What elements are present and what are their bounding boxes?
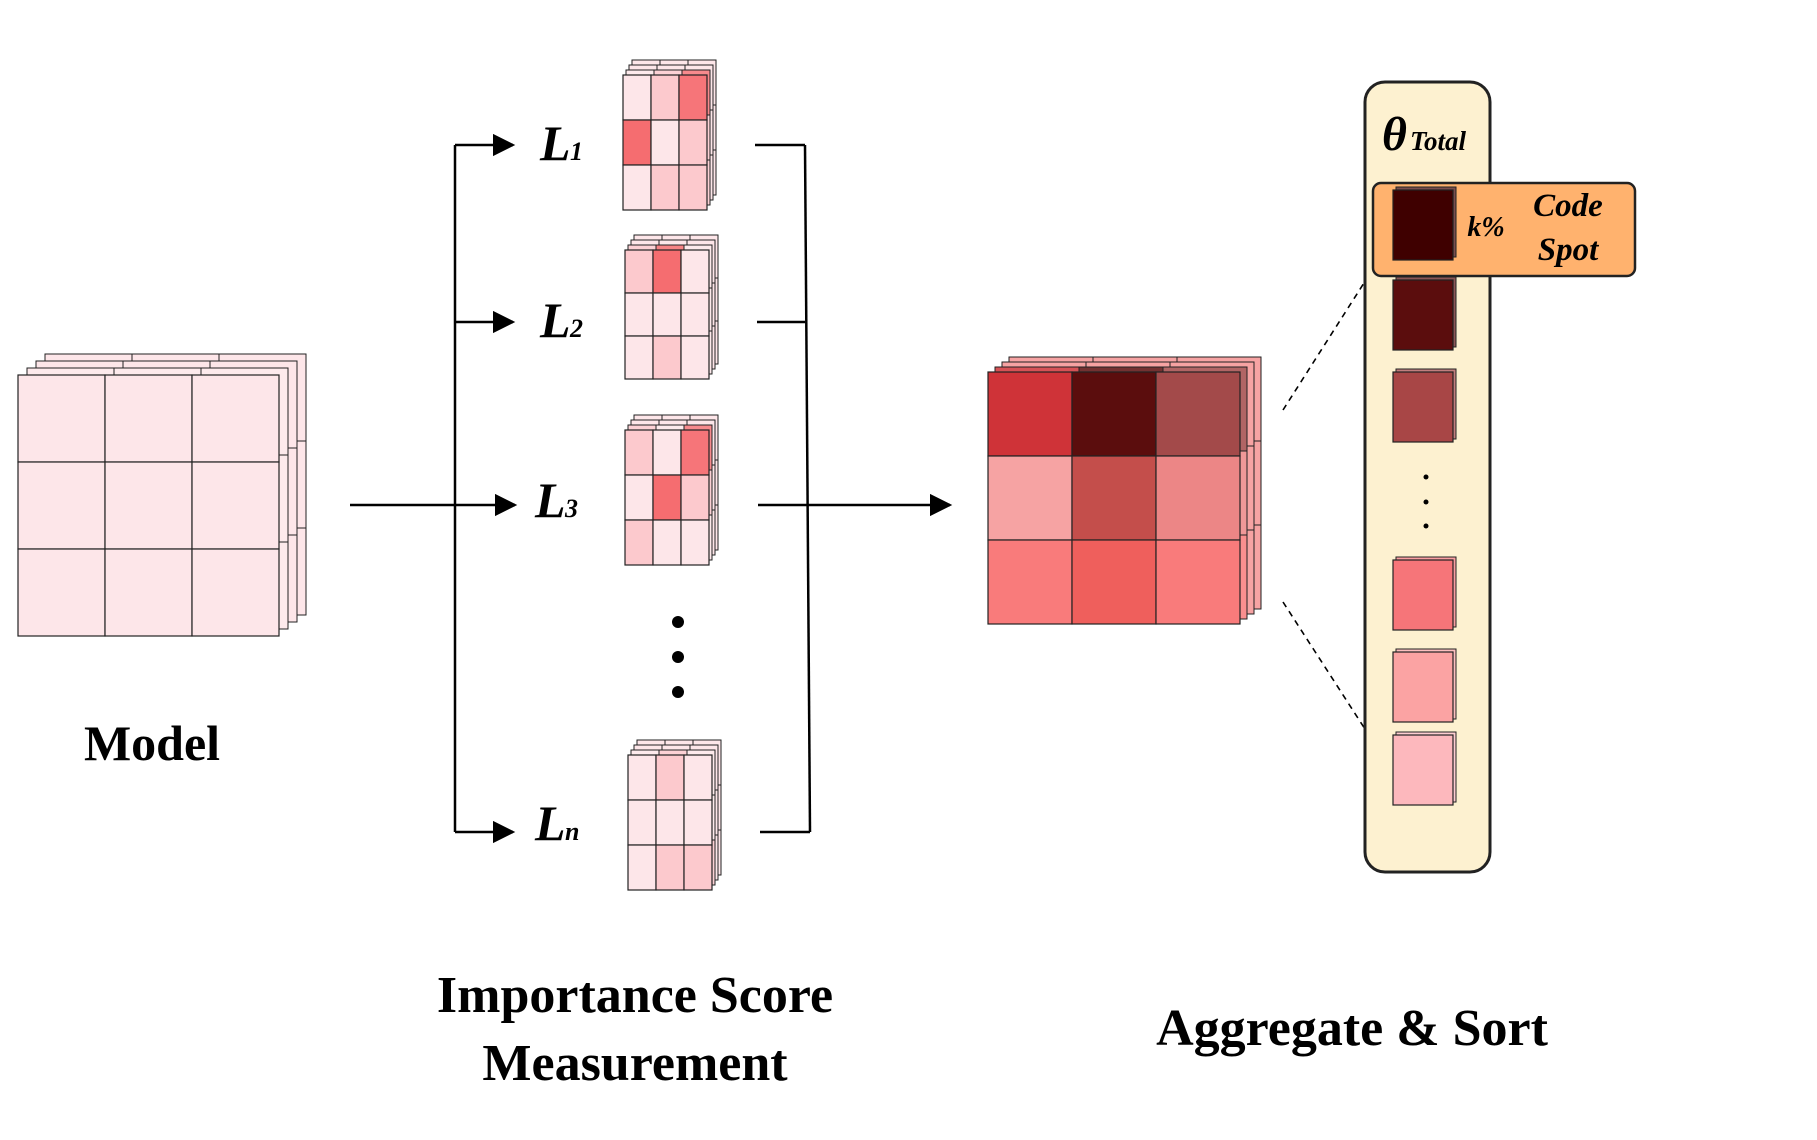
sorted-square (1392, 189, 1454, 261)
code-label: Code (1533, 188, 1603, 224)
model-cell (191, 548, 280, 637)
model-cell (191, 461, 280, 550)
score-cube-cell (624, 249, 654, 294)
score-cube-cell (627, 844, 657, 891)
loss-label-n: L n (534, 795, 579, 851)
score-cube-cell (622, 119, 652, 166)
score-cube-cell (683, 844, 713, 891)
aggregate-cube (987, 356, 1262, 625)
svg-text:L: L (534, 795, 566, 851)
sorted-square (1392, 734, 1454, 806)
model-to-branch-arrow (350, 133, 518, 844)
score-cube-cell (680, 474, 710, 521)
score-cube-cell (624, 429, 654, 476)
theta-total-label: θ Total (1382, 108, 1467, 161)
score-cube-3 (624, 414, 719, 566)
score-cube-cell (650, 164, 680, 211)
model-block (17, 353, 307, 637)
aggregate-cell (987, 371, 1073, 457)
branch-ellipsis (672, 616, 684, 698)
model-cell (104, 461, 193, 550)
score-cube-cell (680, 429, 710, 476)
score-cube-cell (624, 335, 654, 380)
aggregate-cell (1071, 371, 1157, 457)
model-cell (17, 461, 106, 550)
score-cube-cell (683, 754, 713, 801)
score-cube-cell (680, 292, 710, 337)
score-cube-cell (622, 74, 652, 121)
importance-label-line1: Importance Score (437, 967, 833, 1024)
score-cube-cell (624, 292, 654, 337)
aggregate-cell (1155, 371, 1241, 457)
model-cell (17, 374, 106, 463)
loss-label-3: L 3 (534, 472, 578, 528)
score-cube-cell (650, 74, 680, 121)
score-cube-cell (655, 799, 685, 846)
score-cube-cell (652, 519, 682, 566)
score-cube-cell (624, 474, 654, 521)
score-cube-1 (622, 59, 717, 211)
aggregate-cell (1071, 539, 1157, 625)
model-cell (104, 548, 193, 637)
score-cube-cell (652, 249, 682, 294)
sorted-ellipsis (1423, 474, 1429, 529)
score-cube-cell (655, 754, 685, 801)
sorted-square (1392, 651, 1454, 723)
score-cube-cell (680, 519, 710, 566)
aggregate-cell (987, 455, 1073, 541)
svg-text:Total: Total (1410, 126, 1467, 156)
score-cube-cell (652, 292, 682, 337)
importance-label-line2: Measurement (482, 1035, 788, 1092)
k-percent-label: k% (1467, 212, 1504, 243)
aggregate-cell (1071, 455, 1157, 541)
svg-text:n: n (565, 817, 579, 846)
model-cell (104, 374, 193, 463)
svg-text:1: 1 (570, 137, 583, 166)
score-cube-cell (678, 164, 708, 211)
aggregate-cell (987, 539, 1073, 625)
score-cube-cell (678, 119, 708, 166)
branch-to-aggregate-arrow (755, 143, 953, 834)
score-cube-2 (624, 234, 719, 380)
sorted-square (1392, 371, 1454, 443)
svg-text:L: L (539, 292, 571, 348)
model-cell (17, 548, 106, 637)
sorted-square (1392, 279, 1454, 351)
sorted-square (1392, 559, 1454, 631)
loss-label-2: L 2 (539, 292, 583, 348)
score-cube-cell (652, 429, 682, 476)
score-cube-cell (627, 799, 657, 846)
score-cube-cell (678, 74, 708, 121)
loss-label-1: L 1 (539, 115, 583, 171)
svg-text:θ: θ (1382, 108, 1407, 161)
score-cube-cell (680, 335, 710, 380)
svg-text:3: 3 (564, 494, 578, 523)
score-cube-n (627, 739, 722, 891)
score-cube-cell (650, 119, 680, 166)
model-cell (191, 374, 280, 463)
score-cube-cell (680, 249, 710, 294)
svg-text:2: 2 (569, 314, 583, 343)
score-cube-cell (655, 844, 685, 891)
spot-label: Spot (1538, 232, 1599, 268)
score-cube-cell (622, 164, 652, 211)
score-cube-cell (652, 474, 682, 521)
score-cube-cell (652, 335, 682, 380)
sorted-squares (1392, 186, 1457, 806)
svg-text:L: L (539, 115, 571, 171)
score-cube-cell (683, 799, 713, 846)
aggregate-cell (1155, 539, 1241, 625)
aggregate-label: Aggregate & Sort (1156, 1000, 1548, 1057)
aggregate-cell (1155, 455, 1241, 541)
score-cube-cell (624, 519, 654, 566)
score-cube-cell (627, 754, 657, 801)
svg-text:L: L (534, 472, 566, 528)
model-label: Model (84, 715, 220, 771)
